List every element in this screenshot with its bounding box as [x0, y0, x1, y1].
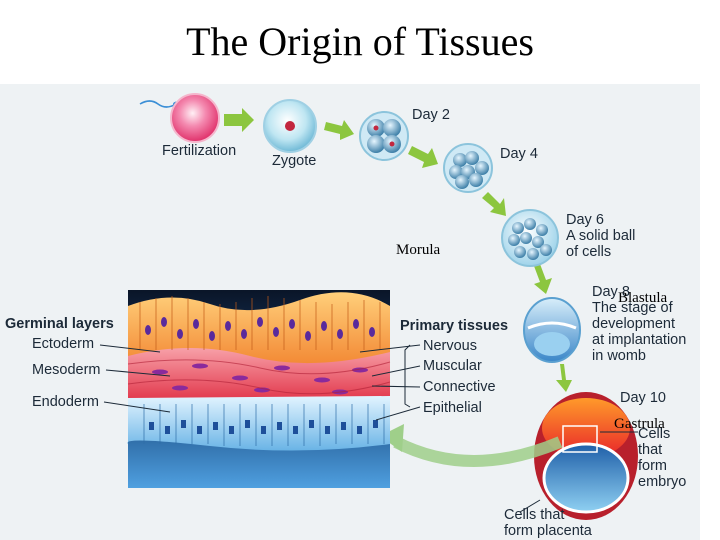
placenta-line1: Cells that — [504, 507, 592, 523]
embryo-line3: form — [638, 458, 686, 474]
arrow-1 — [224, 108, 254, 132]
label-day2: Day 2 — [412, 107, 450, 123]
overlay-morula: Morula — [396, 242, 440, 259]
embryo-line4: embryo — [638, 474, 686, 490]
overlay-blastula: Blastula — [618, 290, 667, 307]
day6-line2: of cells — [566, 244, 635, 260]
germinal-mesoderm: Mesoderm — [32, 362, 101, 378]
arrow-6 — [556, 364, 572, 392]
zygote-nucleus — [285, 121, 295, 131]
tissue-epithelial: Epithelial — [423, 400, 482, 416]
label-day10: Day 10 — [620, 390, 666, 406]
label-fertilization: Fertilization — [162, 143, 236, 159]
tissue-muscular: Muscular — [423, 358, 482, 374]
label-zygote: Zygote — [272, 153, 316, 169]
gastrula — [534, 392, 638, 520]
day4-cluster — [444, 144, 492, 192]
germinal-layers-heading: Germinal layers — [5, 316, 114, 332]
label-day6: Day 6 A solid ball of cells — [566, 212, 635, 260]
germinal-endoderm: Endoderm — [32, 394, 99, 410]
day8-line2: development — [592, 316, 686, 332]
sperm-tail — [140, 101, 176, 107]
day8-line4: in womb — [592, 348, 686, 364]
tissue-section — [127, 290, 390, 488]
germinal-ectoderm: Ectoderm — [32, 336, 94, 352]
egg-cell — [171, 94, 219, 142]
day6-heading: Day 6 — [566, 212, 635, 228]
day2-cluster — [360, 112, 408, 160]
arrow-5 — [534, 264, 552, 294]
arrow-3 — [408, 146, 438, 168]
morula-ball — [502, 210, 558, 266]
day8-line3: at implantation — [592, 332, 686, 348]
label-day4: Day 4 — [500, 146, 538, 162]
arrow-4 — [482, 192, 506, 216]
tissue-connective: Connective — [423, 379, 496, 395]
label-cells-embryo: Cells that form embryo — [638, 426, 686, 490]
blastula — [524, 298, 580, 362]
day6-line1: A solid ball — [566, 228, 635, 244]
arrow-2 — [324, 120, 354, 140]
overlay-gastrula: Gastrula — [614, 416, 665, 433]
tissue-nervous: Nervous — [423, 338, 477, 354]
label-cells-placenta: Cells that form placenta — [504, 507, 592, 539]
primary-tissues-heading: Primary tissues — [400, 318, 508, 334]
embryo-line2: that — [638, 442, 686, 458]
placenta-line2: form placenta — [504, 523, 592, 539]
